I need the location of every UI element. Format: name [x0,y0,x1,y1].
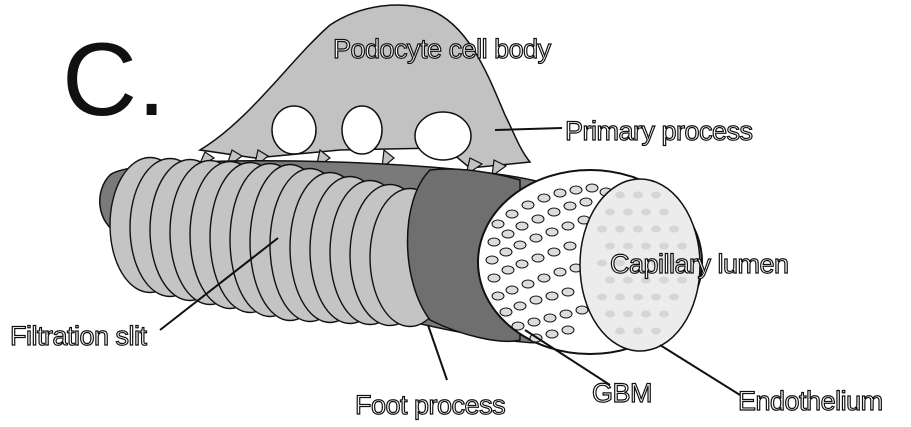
process-gap [272,106,316,154]
lumen-dot [669,294,679,301]
fenestra [500,248,512,256]
fenestra [514,241,526,249]
fenestra [532,254,544,262]
label-endothelium: Endothelium [738,386,883,416]
lumen-dot [605,209,615,216]
label-gbm: GBM [592,378,652,408]
lumen-dot [651,328,661,335]
fenestra [488,238,500,246]
fenestra [488,274,500,282]
panel-letter: C. [62,28,166,132]
lumen-dot [597,260,607,267]
fenestra [560,310,572,318]
fenestra [548,208,560,216]
fenestra [492,220,504,228]
fenestra [530,296,542,304]
fenestra [492,292,504,300]
fenestra [538,274,550,282]
lumen-dot [633,226,643,233]
lumen-dot [633,294,643,301]
fenestra [564,202,576,210]
fenestra [562,288,574,296]
lumen-dot [615,226,625,233]
label-cell-body: Podocyte cell body [333,34,552,64]
label-foot-process: Foot process [355,390,505,420]
fenestra [516,222,528,230]
fenestra [546,292,558,300]
fenestra [514,302,526,310]
fenestra [544,314,556,322]
lumen-dot [605,311,615,318]
fenestra [532,215,544,223]
fenestra [500,308,512,316]
fenestra [528,318,540,326]
fenestra [564,242,576,250]
lumen-dot [651,192,661,199]
leader-endothelium [660,345,740,395]
label-capillary-lumen: Capillary lumen [610,249,789,279]
lumen-dot [651,226,661,233]
fenestra [548,248,560,256]
fenestra [554,268,566,276]
lumen-dot [597,226,607,233]
fenestra [530,234,542,242]
lumen-dot [641,311,651,318]
lumen-dot [615,192,625,199]
fenestra [522,280,534,288]
lumen-dot [623,311,633,318]
lumen-dot [659,311,669,318]
fenestra [502,266,514,274]
lumen-dot [633,192,643,199]
fenestra [554,189,566,197]
lumen-dot [651,294,661,301]
fenestra [576,306,588,314]
lumen-dot [641,209,651,216]
fenestra [486,256,498,264]
lumen-dot [659,209,669,216]
fenestra [546,228,558,236]
fenestra [522,201,534,209]
fenestra [516,260,528,268]
fenestra [562,326,574,334]
fenestra [506,286,518,294]
label-filtration-slit: Filtration slit [10,321,148,351]
fenestra [586,184,598,192]
lumen-dot [615,294,625,301]
leader-foot-process [428,325,447,380]
fenestra [570,186,582,194]
lumen-dot [633,328,643,335]
process-gap [415,112,471,160]
lumen-dot [597,294,607,301]
fenestra [538,194,550,202]
fenestra [562,222,574,230]
fenestra [546,330,558,338]
fenestra [512,322,524,330]
process-gap [342,106,382,154]
fenestra [506,210,518,218]
fenestra [502,230,514,238]
lumen-dot [669,226,679,233]
lumen-dot [623,209,633,216]
fenestra [580,198,592,206]
label-primary-process: Primary process [565,116,753,146]
lumen-dot [615,328,625,335]
